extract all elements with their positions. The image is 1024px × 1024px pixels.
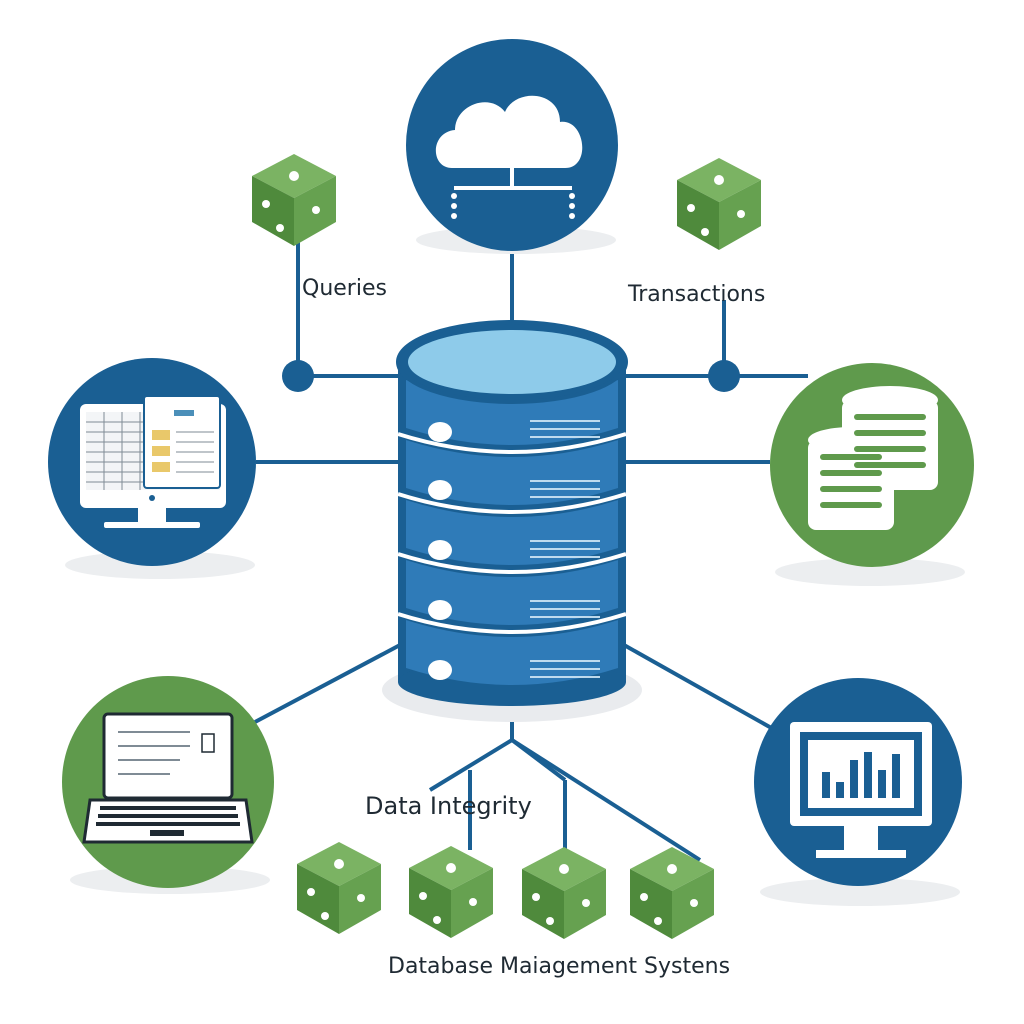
label-data-integrity: Data Integrity [365,792,532,820]
green-cube-icon [522,847,606,939]
queries-node [282,360,314,392]
label-queries: Queries [302,276,387,301]
desktop-monitor-spreadsheet-icon [48,358,256,579]
green-cube-icon [630,847,714,939]
green-cube-icon [252,154,336,246]
laptop-icon [62,676,274,894]
line-bottom-right [623,643,776,732]
cloud-network-icon [406,39,618,254]
stacked-databases-icon [770,363,974,586]
label-transactions: Transactions [628,282,766,307]
line-integrity [428,738,514,792]
green-cube-icon [677,158,761,250]
line-branch-3 [510,738,702,862]
line-bottom-left [254,643,401,724]
transactions-node [708,360,740,392]
green-cube-icon [409,846,493,938]
monitor-bar-chart-icon [754,678,962,906]
database-server-icon [382,320,642,722]
green-cube-icon [297,842,381,934]
label-dbms: Database Maiagement Systens [388,954,731,979]
